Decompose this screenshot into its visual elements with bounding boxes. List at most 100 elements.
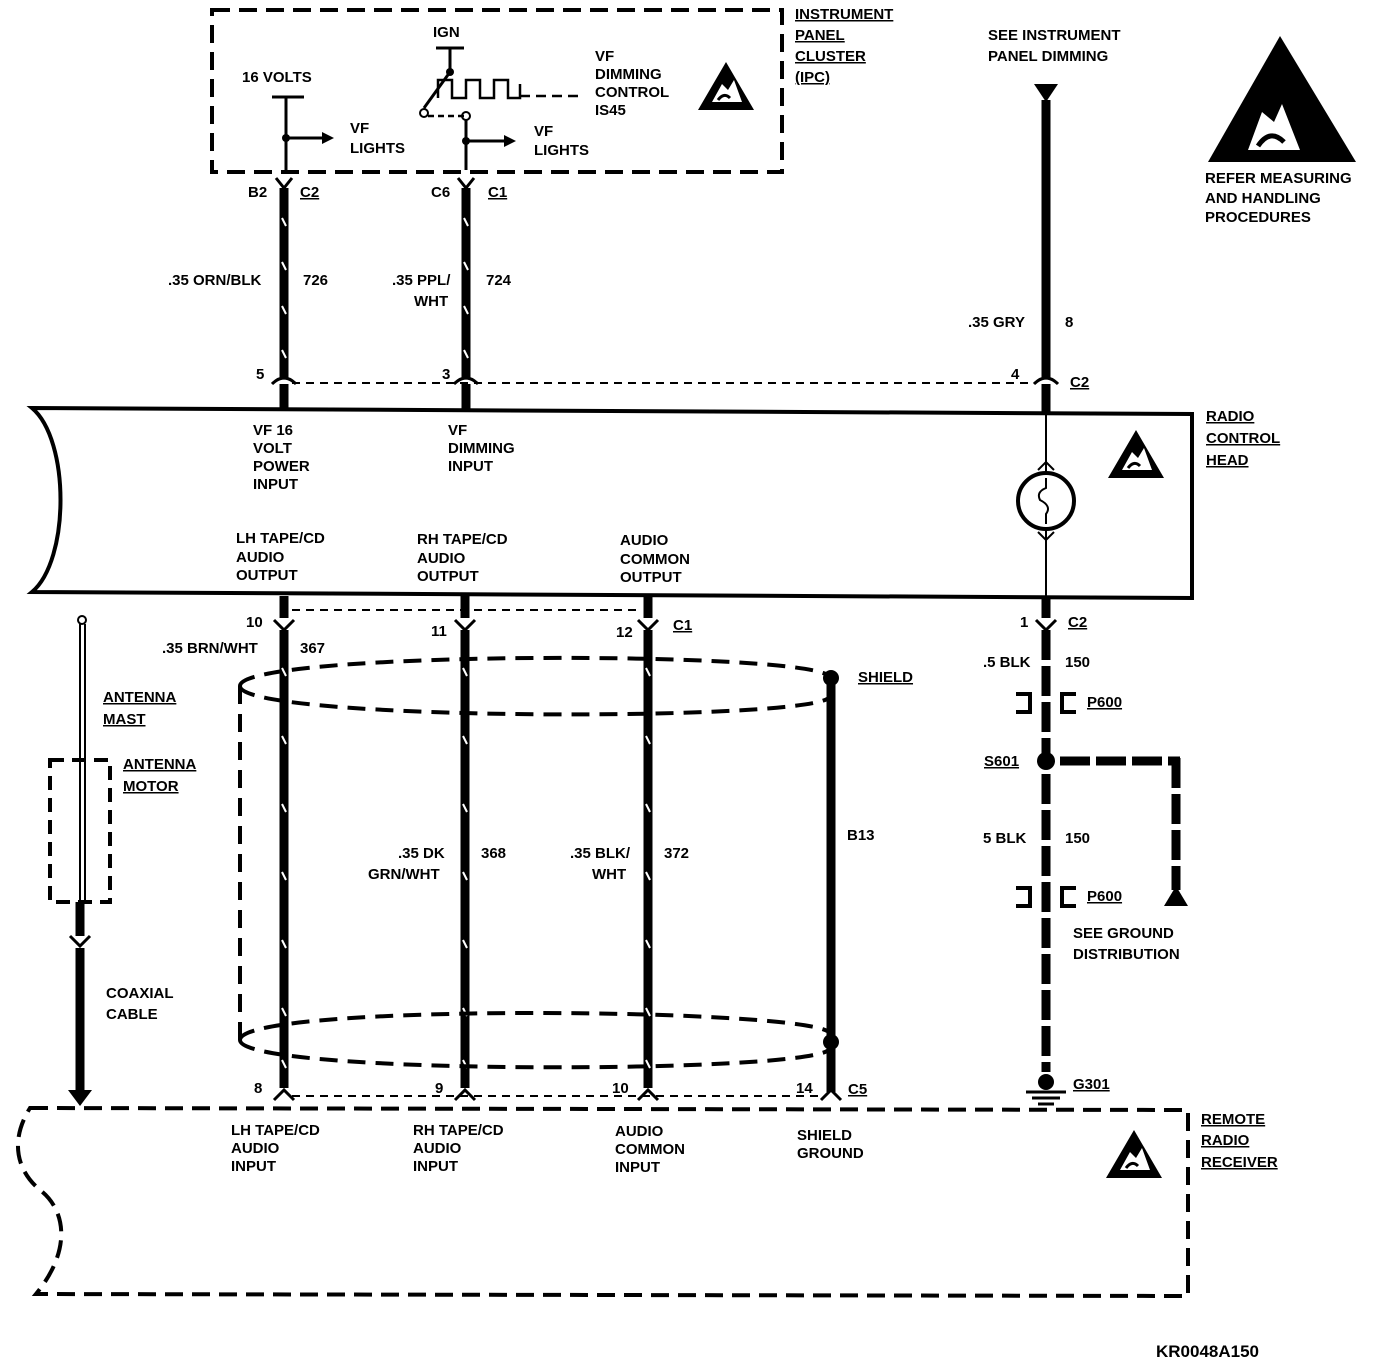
receiver-title-1: REMOTE [1201, 1111, 1265, 1128]
antenna-mast-2: MAST [103, 711, 146, 728]
see-ip-dimming-2: PANEL DIMMING [988, 48, 1108, 65]
svg-text:11: 11 [431, 623, 447, 640]
radio-head-title-1: RADIO [1206, 408, 1255, 425]
svg-text:10: 10 [612, 1080, 629, 1097]
svg-text:8: 8 [254, 1080, 262, 1097]
shield-label: SHIELD [858, 669, 913, 686]
wire-726-gauge: .35 ORN/BLK [168, 272, 262, 289]
connector-receiver-c5: 8 9 10 14 C5 [254, 1080, 867, 1102]
svg-text:OUTPUT: OUTPUT [236, 567, 298, 584]
svg-text:INPUT: INPUT [615, 1159, 660, 1176]
ground-icon [1038, 1074, 1054, 1090]
s601-label: S601 [984, 753, 1019, 770]
esd-icon-radio-head [1106, 428, 1166, 480]
svg-text:VOLT: VOLT [253, 440, 292, 457]
shield: SHIELD B13 [238, 655, 913, 1092]
svg-text:RH TAPE/CD: RH TAPE/CD [413, 1122, 504, 1139]
svg-text:5: 5 [256, 366, 264, 383]
wire-150b-circuit: 150 [1065, 830, 1090, 847]
ipc-16-volts-label: 16 VOLTS [242, 69, 312, 86]
svg-text:POWER: POWER [253, 458, 310, 475]
svg-text:C5: C5 [848, 1081, 867, 1098]
receiver-title-3: RECEIVER [1201, 1154, 1278, 1171]
svg-text:INPUT: INPUT [448, 458, 493, 475]
ign-label: IGN [433, 24, 460, 41]
ipc-title-4: (IPC) [795, 69, 830, 86]
wire-8-circuit: 8 [1065, 314, 1073, 331]
dimming-lamp-icon [1016, 471, 1076, 531]
instrument-panel-cluster: INSTRUMENT PANEL CLUSTER (IPC) 16 VOLTS … [210, 6, 893, 174]
wire-150b-gauge: 5 BLK [983, 830, 1027, 847]
svg-text:VF 16: VF 16 [253, 422, 293, 439]
p600-2-label: P600 [1087, 888, 1122, 905]
antenna-motor-2: MOTOR [123, 778, 179, 795]
wire-8-gauge: .35 GRY [968, 314, 1025, 331]
remote-radio-receiver: REMOTE RADIO RECEIVER LH TAPE/CD AUDIO I… [15, 1105, 1278, 1299]
vf-dimming-ctl-label-4: IS45 [595, 102, 626, 119]
svg-text:SHIELD: SHIELD [797, 1127, 852, 1144]
svg-text:INPUT: INPUT [413, 1158, 458, 1175]
vf-dimming-ctl-label-1: VF [595, 48, 614, 65]
wire-726: .35 ORN/BLK 726 [168, 188, 328, 378]
antenna-motor-1: ANTENNA [123, 756, 196, 773]
wire-150a-circuit: 150 [1065, 654, 1090, 671]
svg-text:C2: C2 [300, 184, 319, 201]
coax-label-2: CABLE [106, 1006, 158, 1023]
svg-text:RH TAPE/CD: RH TAPE/CD [417, 531, 508, 548]
b13-label: B13 [847, 827, 875, 844]
see-ip-dimming-1: SEE INSTRUMENT [988, 27, 1121, 44]
svg-text:DIMMING: DIMMING [448, 440, 515, 457]
wire-724-gauge: .35 PPL/ [392, 272, 451, 289]
wire-368-circuit: 368 [481, 845, 506, 862]
svg-text:C2: C2 [1068, 614, 1087, 631]
antenna: ANTENNA MAST ANTENNA MOTOR COAXIAL CABLE [48, 615, 196, 1106]
svg-text:AUDIO: AUDIO [615, 1123, 664, 1140]
svg-text:VF: VF [448, 422, 467, 439]
coax-label-1: COAXIAL [106, 985, 174, 1002]
vf-lights-1-label-a: VF [350, 120, 369, 137]
ipc-title-3: CLUSTER [795, 48, 866, 65]
svg-text:9: 9 [435, 1080, 443, 1097]
radio-head-title-3: HEAD [1206, 452, 1249, 469]
vf-lights-2-label-a: VF [534, 123, 553, 140]
vf-dimming-ctl-label-2: DIMMING [595, 66, 662, 83]
wire-726-circuit: 726 [303, 272, 328, 289]
svg-text:C2: C2 [1070, 374, 1089, 391]
esd-icon-receiver [1104, 1128, 1164, 1180]
svg-text:14: 14 [796, 1080, 813, 1097]
radio-head-title-2: CONTROL [1206, 430, 1280, 447]
svg-text:12: 12 [616, 624, 633, 641]
wire-8: SEE INSTRUMENT PANEL DIMMING .35 GRY 8 [968, 27, 1121, 378]
p600-1-label: P600 [1087, 694, 1122, 711]
wire-367-circuit: 367 [300, 640, 325, 657]
svg-text:INPUT: INPUT [231, 1158, 276, 1175]
svg-text:AUDIO: AUDIO [620, 532, 669, 549]
wire-372-gauge2: WHT [592, 866, 626, 883]
svg-text:10: 10 [246, 614, 263, 631]
connector-head-c1-bottom: 10 11 12 C1 1 C2 [246, 596, 1087, 641]
wire-372-circuit: 372 [664, 845, 689, 862]
receiver-title-2: RADIO [1201, 1132, 1250, 1149]
svg-text:AUDIO: AUDIO [417, 550, 466, 567]
vf-lights-2-label-b: LIGHTS [534, 142, 589, 159]
esd-note-2: AND HANDLING [1205, 190, 1321, 207]
svg-text:COMMON: COMMON [620, 551, 690, 568]
svg-text:C1: C1 [488, 184, 507, 201]
svg-text:OUTPUT: OUTPUT [620, 569, 682, 586]
svg-text:AUDIO: AUDIO [236, 549, 285, 566]
see-ground-1: SEE GROUND [1073, 925, 1174, 942]
esd-warning: REFER MEASURING AND HANDLING PROCEDURES [1205, 36, 1356, 226]
radio-control-head: RADIO CONTROL HEAD VF 16 VOLT POWER INPU… [26, 405, 1280, 601]
wire-368-gauge: .35 DK [398, 845, 445, 862]
svg-text:GROUND: GROUND [797, 1145, 864, 1162]
svg-text:AUDIO: AUDIO [231, 1140, 280, 1157]
svg-text:B2: B2 [248, 184, 267, 201]
svg-text:COMMON: COMMON [615, 1141, 685, 1158]
wire-372: .35 BLK/ WHT 372 [570, 630, 689, 1088]
wire-368-gauge2: GRN/WHT [368, 866, 440, 883]
wire-150a-gauge: .5 BLK [983, 654, 1031, 671]
svg-text:C6: C6 [431, 184, 450, 201]
antenna-mast-1: ANTENNA [103, 689, 176, 706]
wire-368: .35 DK GRN/WHT 368 [368, 630, 506, 1088]
esd-note-1: REFER MEASURING [1205, 170, 1352, 187]
